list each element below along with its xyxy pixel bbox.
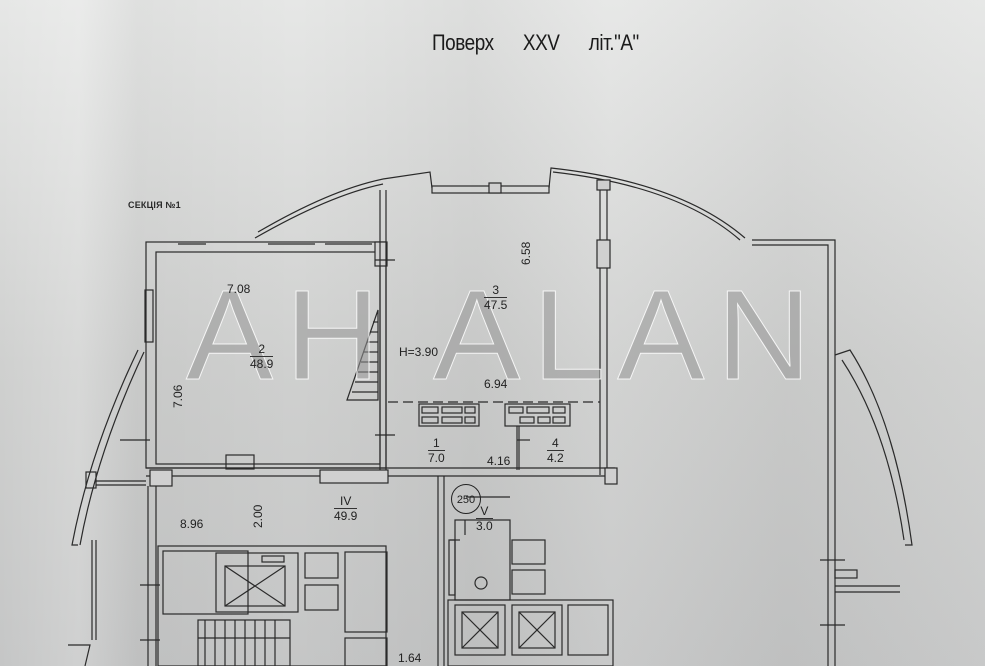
room-4-area: 4.2 (547, 451, 564, 465)
title-letter: літ."А" (588, 30, 640, 55)
dim-stair-gap: 1.64 (398, 651, 422, 665)
room-1-area: 7.0 (428, 451, 445, 465)
dim-room3-depth: 6.58 (519, 241, 533, 265)
title-floor-word: Поверх (432, 30, 494, 55)
dim-room3-width: 6.94 (484, 377, 508, 391)
dim-room2-depth: 7.06 (171, 384, 185, 408)
room-IV-label: IV 49.9 (334, 495, 358, 523)
room-V-label: V 3.0 (476, 505, 493, 532)
room-V-number: V (476, 505, 493, 519)
room-2-label: 2 48.9 (250, 343, 274, 371)
dim-hall-length: 8.96 (180, 517, 204, 531)
room-IV-area: 49.9 (334, 509, 358, 523)
room-IV-number: IV (334, 495, 358, 509)
room-3-label: 3 47.5 (484, 284, 508, 312)
room-V-area: 3.0 (476, 519, 493, 533)
dim-corridor-width: 4.16 (487, 454, 511, 468)
room-1-number: 1 (428, 437, 445, 451)
title-floor-number: XXV (522, 30, 560, 55)
circle-marker: 250 (451, 484, 481, 514)
room-4-number: 4 (547, 437, 564, 451)
page-title: Поверх XXV літ."А" (432, 30, 639, 56)
room-4-label: 4 4.2 (547, 437, 564, 464)
room-3-number: 3 (484, 284, 508, 298)
dim-hall-width: 2.00 (251, 504, 265, 528)
room-3-area: 47.5 (484, 298, 508, 312)
dim-room2-width: 7.08 (227, 282, 251, 296)
section-label: СЕКЦІЯ №1 (128, 200, 181, 210)
room-1-label: 1 7.0 (428, 437, 445, 464)
ceiling-height: H=3.90 (399, 345, 439, 359)
room-2-number: 2 (250, 343, 274, 357)
room-2-area: 48.9 (250, 357, 274, 371)
